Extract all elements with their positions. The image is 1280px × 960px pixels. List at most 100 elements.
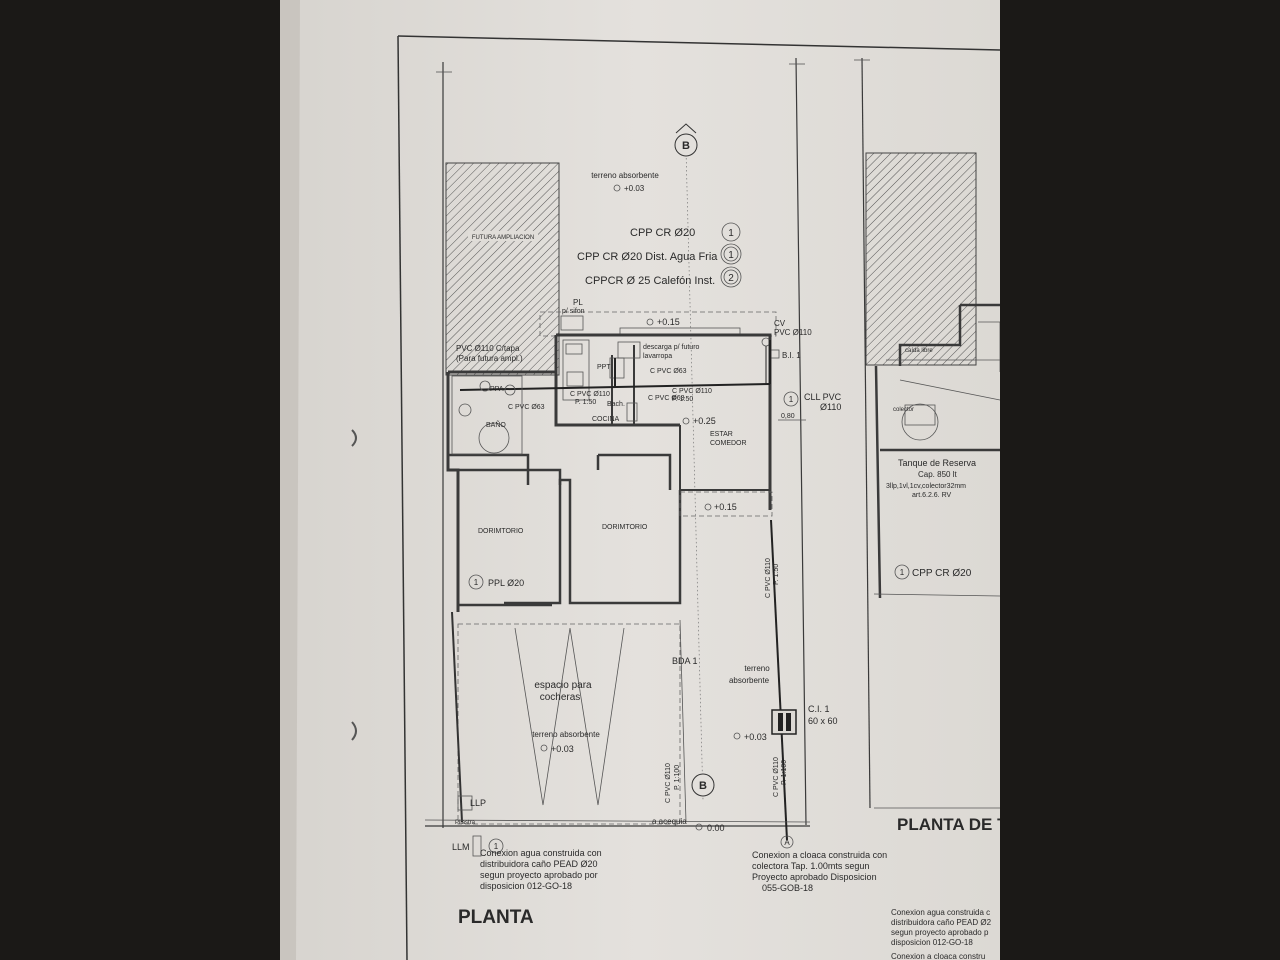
bano-room xyxy=(451,375,523,455)
pvc-right-label-1: C PVC Ø110 xyxy=(773,757,780,797)
cpvc63-label-1: C PVC Ø63 xyxy=(650,368,687,375)
axis-a-bubble xyxy=(780,835,794,849)
p150-label-1: P. 1:50 xyxy=(575,399,596,406)
tank-colector xyxy=(904,404,936,426)
second-plan: caída libre colector Tanque de Reserva C… xyxy=(854,57,1008,960)
estar-label-2: COMEDOR xyxy=(710,440,747,447)
cpvc110-label-1: C PVC Ø110 xyxy=(570,391,610,398)
tank-art: art.6.2.6. RV xyxy=(912,492,952,499)
descarga-label-1: descarga p/ futuro xyxy=(643,344,700,351)
bano-label: BAÑO xyxy=(486,420,506,429)
cpvc63-label-3: C PVC Ø63 xyxy=(508,404,545,411)
plan2-note-2: distribuidora caño PEAD Ø2 xyxy=(891,918,992,927)
sewer-note-line-1: Conexion a cloaca construida con xyxy=(752,850,887,860)
bi-label: B.I. 1 xyxy=(782,351,801,360)
cpp-num: 1 xyxy=(900,568,905,577)
pl-label: PL xyxy=(573,298,583,307)
llm-box xyxy=(472,835,482,857)
ppt-box xyxy=(609,357,625,379)
futura-ampliacion-area xyxy=(445,162,560,376)
pilastra-label: Pilastra xyxy=(455,820,476,826)
sewer-connection-note: Conexion a cloaca construida con colecto… xyxy=(752,850,887,893)
bidet-icon xyxy=(504,384,516,396)
futura-ampliacion-label: FUTURA AMPLIACION xyxy=(472,235,534,241)
level-top: +0.03 xyxy=(624,184,645,193)
ppl-bubble xyxy=(468,574,484,590)
water-note-line-2: distribuidora caño PEAD Ø20 xyxy=(480,859,598,869)
level-entry: +0.15 xyxy=(714,502,737,512)
north-arrow-icon xyxy=(674,123,698,157)
sewer-note-line-4: 055-GOB-18 xyxy=(762,883,813,893)
dim-080: 0,80 xyxy=(781,413,795,420)
binder-hole-icon xyxy=(351,429,357,447)
level-000: 0.00 xyxy=(707,823,725,833)
stove xyxy=(566,371,584,387)
axis-b-label-bottom: B xyxy=(699,780,707,792)
cpp-bubble xyxy=(894,564,910,580)
paper-sheet xyxy=(280,0,1000,960)
cpvc63-label-2: C PVC Ø63 xyxy=(648,395,685,402)
second-plan-base xyxy=(873,593,1001,809)
axis-b-bubble-bottom xyxy=(691,773,715,797)
legend-item-3-num: 2 xyxy=(728,273,734,284)
cpvc110-label-2: C PVC Ø110 xyxy=(672,388,712,395)
toilet-icon xyxy=(458,403,472,417)
pl-box xyxy=(560,315,584,331)
ppa-marker xyxy=(479,380,491,392)
tank-spec: 3llp,1vl,1cv,colector32mm xyxy=(886,483,966,490)
property-boundary xyxy=(425,57,810,828)
level-marker-icon xyxy=(695,823,703,831)
legend-item-2-bubble xyxy=(723,246,739,262)
paper-left-edge xyxy=(280,0,300,960)
garage-wall-right xyxy=(679,619,687,823)
legend-item-2-bubble-outer xyxy=(720,243,742,265)
llp-label: LLP xyxy=(470,798,486,808)
sink-icon xyxy=(565,343,583,355)
house-walls xyxy=(446,333,772,612)
plan2-note-3: segun proyecto aprobado p xyxy=(891,928,989,937)
garage-wall xyxy=(451,611,463,823)
garage-opening-lines xyxy=(514,627,625,806)
estar-label-1: ESTAR xyxy=(710,431,733,438)
cll-label-1: CLL PVC xyxy=(804,392,842,402)
sheet-frame-left xyxy=(397,35,408,960)
ppt-label: PPT xyxy=(597,364,611,371)
plan2-title: PLANTA DE T xyxy=(897,815,1008,834)
water-note-line-1: Conexion agua construida con xyxy=(480,848,602,858)
ci-label-2: 60 x 60 xyxy=(808,716,838,726)
water-meter-icon xyxy=(457,795,473,811)
futura-ampliacion-label-bg xyxy=(468,231,538,241)
ppa-label: PPA xyxy=(490,386,504,393)
water-note-line-3: segun proyecto aprobado por xyxy=(480,870,598,880)
level-patio: +0.15 xyxy=(657,317,680,327)
tank-circle xyxy=(901,403,939,441)
level-marker-icon xyxy=(733,732,741,740)
plan2-note-1: Conexion agua construida c xyxy=(891,908,990,917)
level-ci: +0.03 xyxy=(744,732,767,742)
legend: CPP CR Ø20 1 CPP CR Ø20 Dist. Agua Fria … xyxy=(577,222,742,288)
pvc-left-label-2: P. 1:100 xyxy=(674,765,681,790)
sheet-frame-top xyxy=(397,35,1001,51)
background-right xyxy=(1000,0,1280,960)
pvc-tapa-label: PVC Ø110 C/tapa xyxy=(456,344,520,353)
cv-pvc-label: PVC Ø110 xyxy=(774,328,812,337)
ppl-num: 1 xyxy=(474,578,479,587)
legend-item-1: CPP CR Ø20 xyxy=(630,227,695,239)
axis-b-label: B xyxy=(682,140,690,152)
axis-a-label: A xyxy=(784,838,790,847)
level-estar: +0.25 xyxy=(693,416,716,426)
water-num: 1 xyxy=(494,842,499,851)
cocina-label: COCINA xyxy=(592,416,620,423)
pvc-right-label-2: P. 1:100 xyxy=(781,760,788,785)
sewer-note-line-3: Proyecto aprobado Disposicion xyxy=(752,872,877,882)
second-plan-boundary xyxy=(861,57,871,809)
pvc-left-label-1: C PVC Ø110 xyxy=(665,763,672,803)
sifon-label: p/ sifon xyxy=(562,308,585,315)
absorbent-right-label-1: terreno xyxy=(744,664,770,673)
absorbent-top-label: terreno absorbente xyxy=(591,171,659,180)
legend-item-2-num: 1 xyxy=(728,250,734,261)
water-note-line-4: disposicion 012-GO-18 xyxy=(480,881,572,891)
absorbent-right-label-2: absorbente xyxy=(729,676,770,685)
p150-label-2: P. 1:50 xyxy=(672,396,693,403)
plan2-note-4: disposicion 012-GO-18 xyxy=(891,938,973,947)
